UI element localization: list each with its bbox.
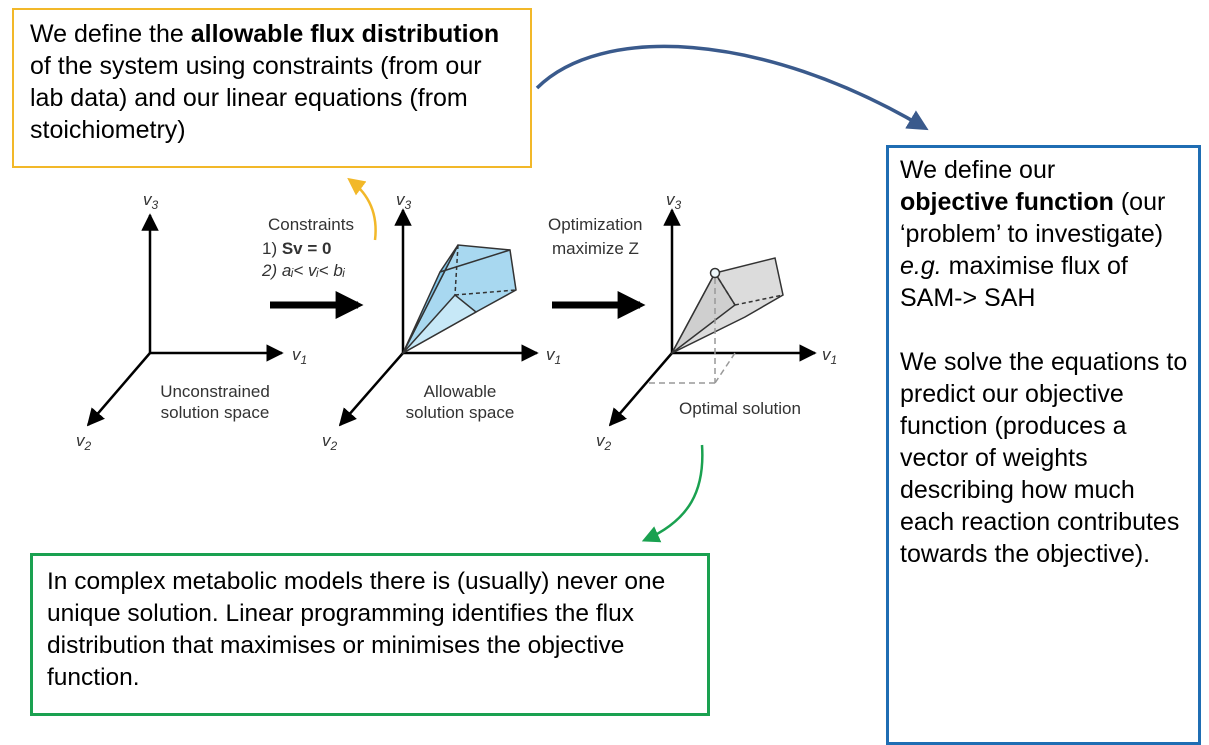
optimization-sub: maximize Z bbox=[552, 239, 639, 258]
panel2-caption-line1: Allowable bbox=[424, 382, 497, 401]
flux-distribution-callout: We define the allowable flux distributio… bbox=[12, 8, 532, 168]
panel2-v1-label: v1 bbox=[546, 345, 561, 367]
objective-function-callout: We define our objective function (our ‘p… bbox=[886, 145, 1201, 745]
blue-callout-arrow bbox=[535, 44, 929, 131]
allowable-polytope bbox=[401, 244, 517, 355]
panel3-caption: Optimal solution bbox=[679, 399, 801, 418]
panel3-axes bbox=[608, 208, 817, 427]
constraint-1: 1) Sv = 0 bbox=[262, 239, 331, 258]
panel1-axes bbox=[86, 213, 284, 427]
optimal-point bbox=[709, 267, 721, 279]
objective-example: e.g. maximise flux of SAM-> SAH bbox=[900, 252, 1128, 312]
panel3-v3-label: v3 bbox=[666, 190, 682, 212]
green-callout-arrow bbox=[641, 444, 704, 543]
panel2-caption-line2: solution space bbox=[406, 403, 515, 422]
panel1-caption-line1: Unconstrained bbox=[160, 382, 270, 401]
objective-line1: We define our bbox=[900, 156, 1056, 184]
panel1-v2-label: v2 bbox=[76, 431, 92, 453]
constraint-2: 2) aᵢ< vᵢ< bᵢ bbox=[261, 261, 346, 280]
flux-callout-text: We define the allowable flux distributio… bbox=[30, 20, 500, 144]
panel1-caption-line2: solution space bbox=[161, 403, 270, 422]
panel1-v1-label: v1 bbox=[292, 345, 307, 367]
unique-solution-text: In complex metabolic models there is (us… bbox=[47, 568, 666, 691]
panel1-v3-label: v3 bbox=[143, 190, 159, 212]
objective-solve-text: We solve the equations to predict our ob… bbox=[900, 348, 1188, 568]
yellow-callout-arrow bbox=[347, 177, 377, 241]
panel3-v2-label: v2 bbox=[596, 431, 612, 453]
panel2-axes bbox=[338, 208, 539, 427]
panel2-v3-label: v3 bbox=[396, 190, 412, 212]
panel2-v2-label: v2 bbox=[322, 431, 338, 453]
optimal-polytope bbox=[670, 257, 784, 355]
unique-solution-callout: In complex metabolic models there is (us… bbox=[30, 553, 710, 716]
optimal-projection-lines bbox=[648, 278, 736, 384]
constraints-title: Constraints bbox=[268, 215, 354, 234]
optimization-title: Optimization bbox=[548, 215, 642, 234]
objective-definition: objective function (our ‘problem’ to inv… bbox=[900, 188, 1166, 248]
panel3-v1-label: v1 bbox=[822, 345, 837, 367]
